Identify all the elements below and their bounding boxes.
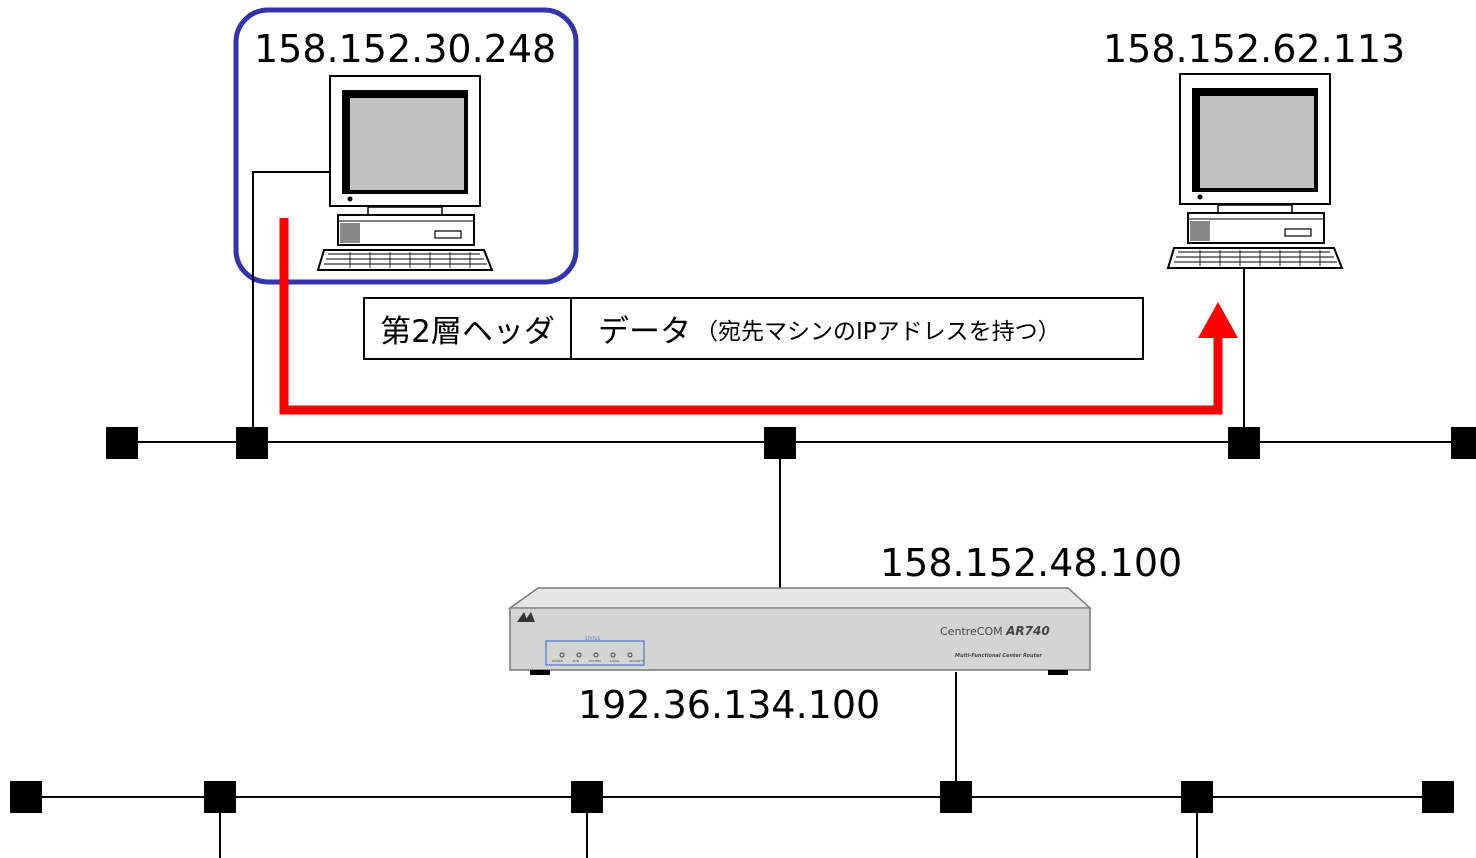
- destination-host-ip: 158.152.62.113: [1103, 27, 1406, 71]
- router-led-labels: POWER RUN SYSTEM LOCAL SECURITY: [552, 659, 644, 663]
- router-subtitle: Multi-Functional Center Router: [955, 653, 1042, 659]
- segment-terminator: [10, 781, 42, 813]
- router-status-label: STATUS: [585, 636, 601, 641]
- led-label-security: SECURITY: [629, 659, 644, 663]
- network-node: [236, 427, 268, 459]
- led-label-power: POWER: [552, 659, 564, 663]
- layer2-frame: 第2層ヘッダ データ （宛先マシンのIPアドレスを持つ）: [363, 297, 1144, 360]
- source-highlight-box: [233, 7, 579, 285]
- router-lower-ip: 192.36.134.100: [578, 683, 881, 727]
- network-node: [1228, 427, 1260, 459]
- source-host-ip: 158.152.30.248: [254, 27, 557, 71]
- network-node: [571, 781, 603, 813]
- source-cable: [252, 171, 331, 427]
- lower-network-segment: [10, 781, 1454, 858]
- network-node: [940, 781, 972, 813]
- frame-payload-label: データ: [598, 314, 691, 350]
- router-model-label: CentreCOM AR740: [940, 624, 1050, 638]
- segment-terminator: [1422, 781, 1454, 813]
- segment-terminator: [1451, 427, 1476, 459]
- source-computer-icon: [316, 75, 494, 271]
- router-device-icon: [507, 587, 1092, 675]
- frame-payload-note: （宛先マシンのIPアドレスを持つ）: [695, 318, 1061, 345]
- network-node: [204, 781, 236, 813]
- network-node: [764, 427, 796, 459]
- router-model-name: AR740: [1006, 624, 1050, 638]
- frame-header-cell: 第2層ヘッダ: [365, 299, 572, 358]
- router-model-prefix: CentreCOM: [940, 625, 1003, 638]
- router-upper-ip: 158.152.48.100: [880, 541, 1183, 585]
- led-label-system: SYSTEM: [588, 659, 601, 663]
- packet-path-arrow: [279, 218, 1238, 415]
- network-node: [1181, 781, 1213, 813]
- led-label-run: RUN: [572, 659, 580, 663]
- destination-computer-icon: [1166, 73, 1344, 269]
- upper-network-segment: [106, 427, 1476, 459]
- segment-terminator: [106, 427, 138, 459]
- frame-payload-cell: データ （宛先マシンのIPアドレスを持つ）: [572, 299, 1142, 358]
- led-label-local: LOCAL: [610, 659, 620, 663]
